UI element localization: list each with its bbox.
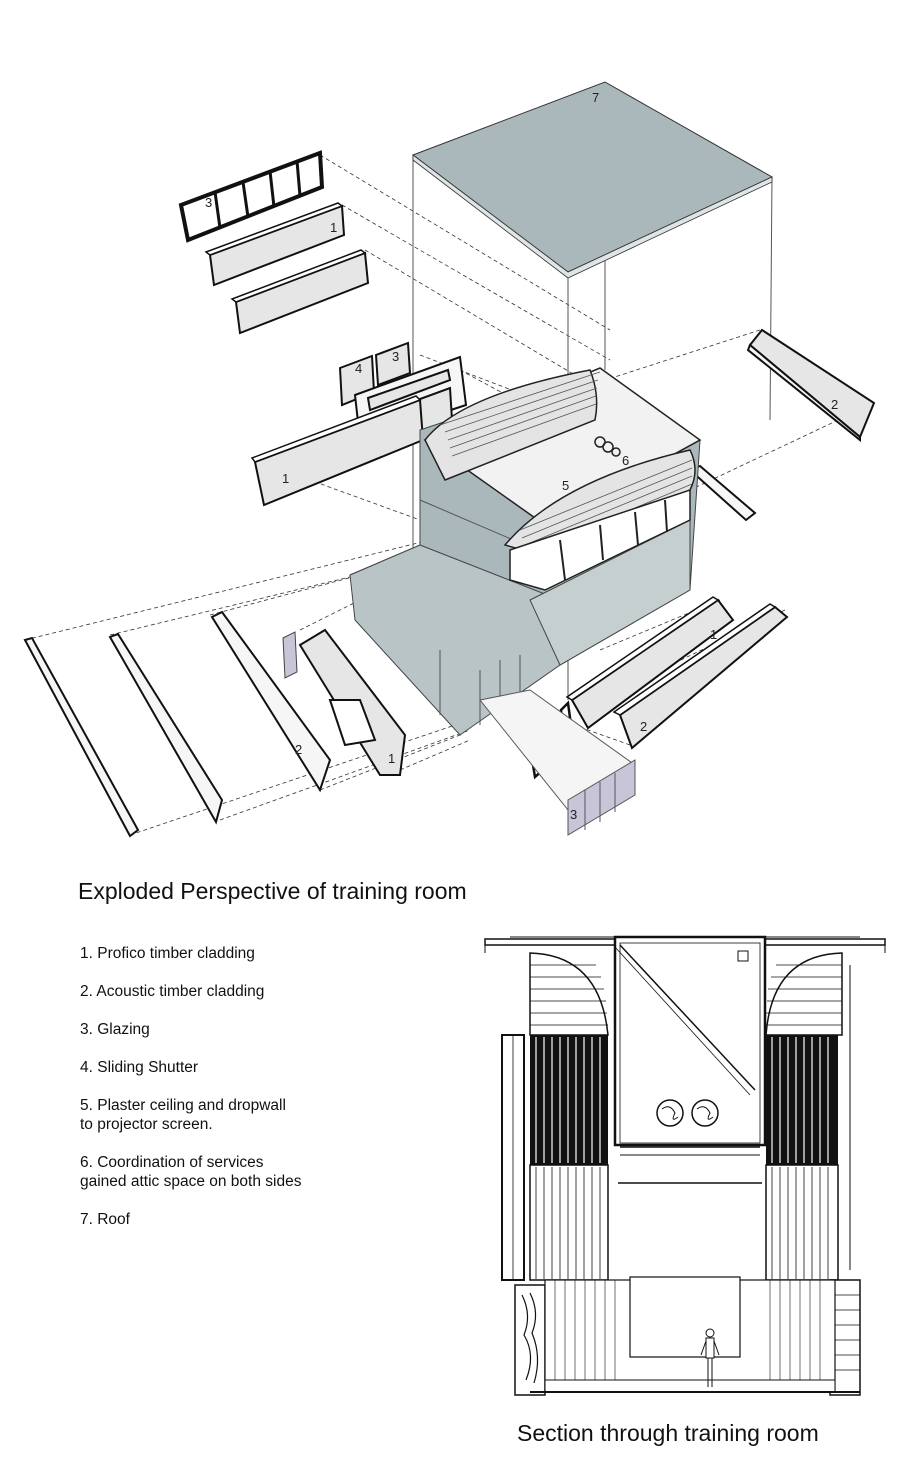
glazing-box-bottom (479, 689, 636, 836)
section-drawing (484, 935, 886, 1396)
legend-item-7: 7. Roof (80, 1211, 130, 1228)
right-bar (688, 464, 757, 522)
label-1-bottom: 1 (388, 751, 395, 766)
label-3-small: 3 (392, 349, 399, 364)
exploded-perspective-drawing: 7 3 1 4 3 1 2 5 6 2 1 1 2 3 (23, 81, 876, 838)
cladding-panel-1-right (565, 596, 735, 730)
label-1-left: 1 (282, 471, 289, 486)
section-central-room (613, 935, 767, 1184)
legend-item-5: 5. Plaster ceiling and dropwall to proje… (80, 1097, 286, 1133)
label-7-roof: 7 (592, 90, 599, 105)
label-2-bottom-right: 2 (640, 719, 647, 734)
label-1-top: 1 (330, 220, 337, 235)
label-2-right: 2 (831, 397, 838, 412)
legend-item-6: 6. Coordination of services gained attic… (80, 1154, 302, 1190)
label-2-left: 2 (295, 742, 302, 757)
label-5-ceiling: 5 (562, 478, 569, 493)
bottom-panel-left-2 (108, 632, 224, 825)
acoustic-panel-2-left (210, 610, 332, 793)
label-3-glazing-bottom: 3 (570, 807, 577, 822)
glazing-frame-top (178, 150, 325, 243)
legend-item-2: 2. Acoustic timber cladding (80, 983, 265, 1000)
acoustic-panel-2-right (746, 328, 876, 443)
section-lower-room (530, 1276, 860, 1393)
section-left-wall (501, 952, 609, 1396)
label-1-right: 1 (710, 627, 717, 642)
label-3-glazing-top: 3 (205, 195, 212, 210)
legend-item-3: 3. Glazing (80, 1021, 150, 1038)
roof-slab-edge (412, 154, 773, 279)
cladding-panel-1-left (250, 395, 425, 507)
acoustic-panel-2-bottom-right (612, 603, 789, 750)
scale-figure (700, 1328, 720, 1387)
cladding-panel-top-lower (230, 249, 370, 335)
legend-item-1: 1. Profico timber cladding (80, 945, 255, 962)
label-4-shutter: 4 (355, 361, 362, 376)
cladding-panel-1-top (204, 202, 346, 287)
bottom-panel-far-left (23, 636, 140, 838)
legend-item-4: 4. Sliding Shutter (80, 1059, 199, 1076)
cladding-panel-1-bottom (282, 628, 407, 776)
attic-vaults (423, 367, 702, 591)
exploded-caption: Exploded Perspective of training room (78, 878, 467, 904)
section-caption: Section through training room (517, 1420, 819, 1446)
section-right-wall (765, 952, 861, 1396)
label-6-services: 6 (622, 453, 629, 468)
legend-list: 1. Profico timber cladding 2. Acoustic t… (80, 944, 460, 1248)
